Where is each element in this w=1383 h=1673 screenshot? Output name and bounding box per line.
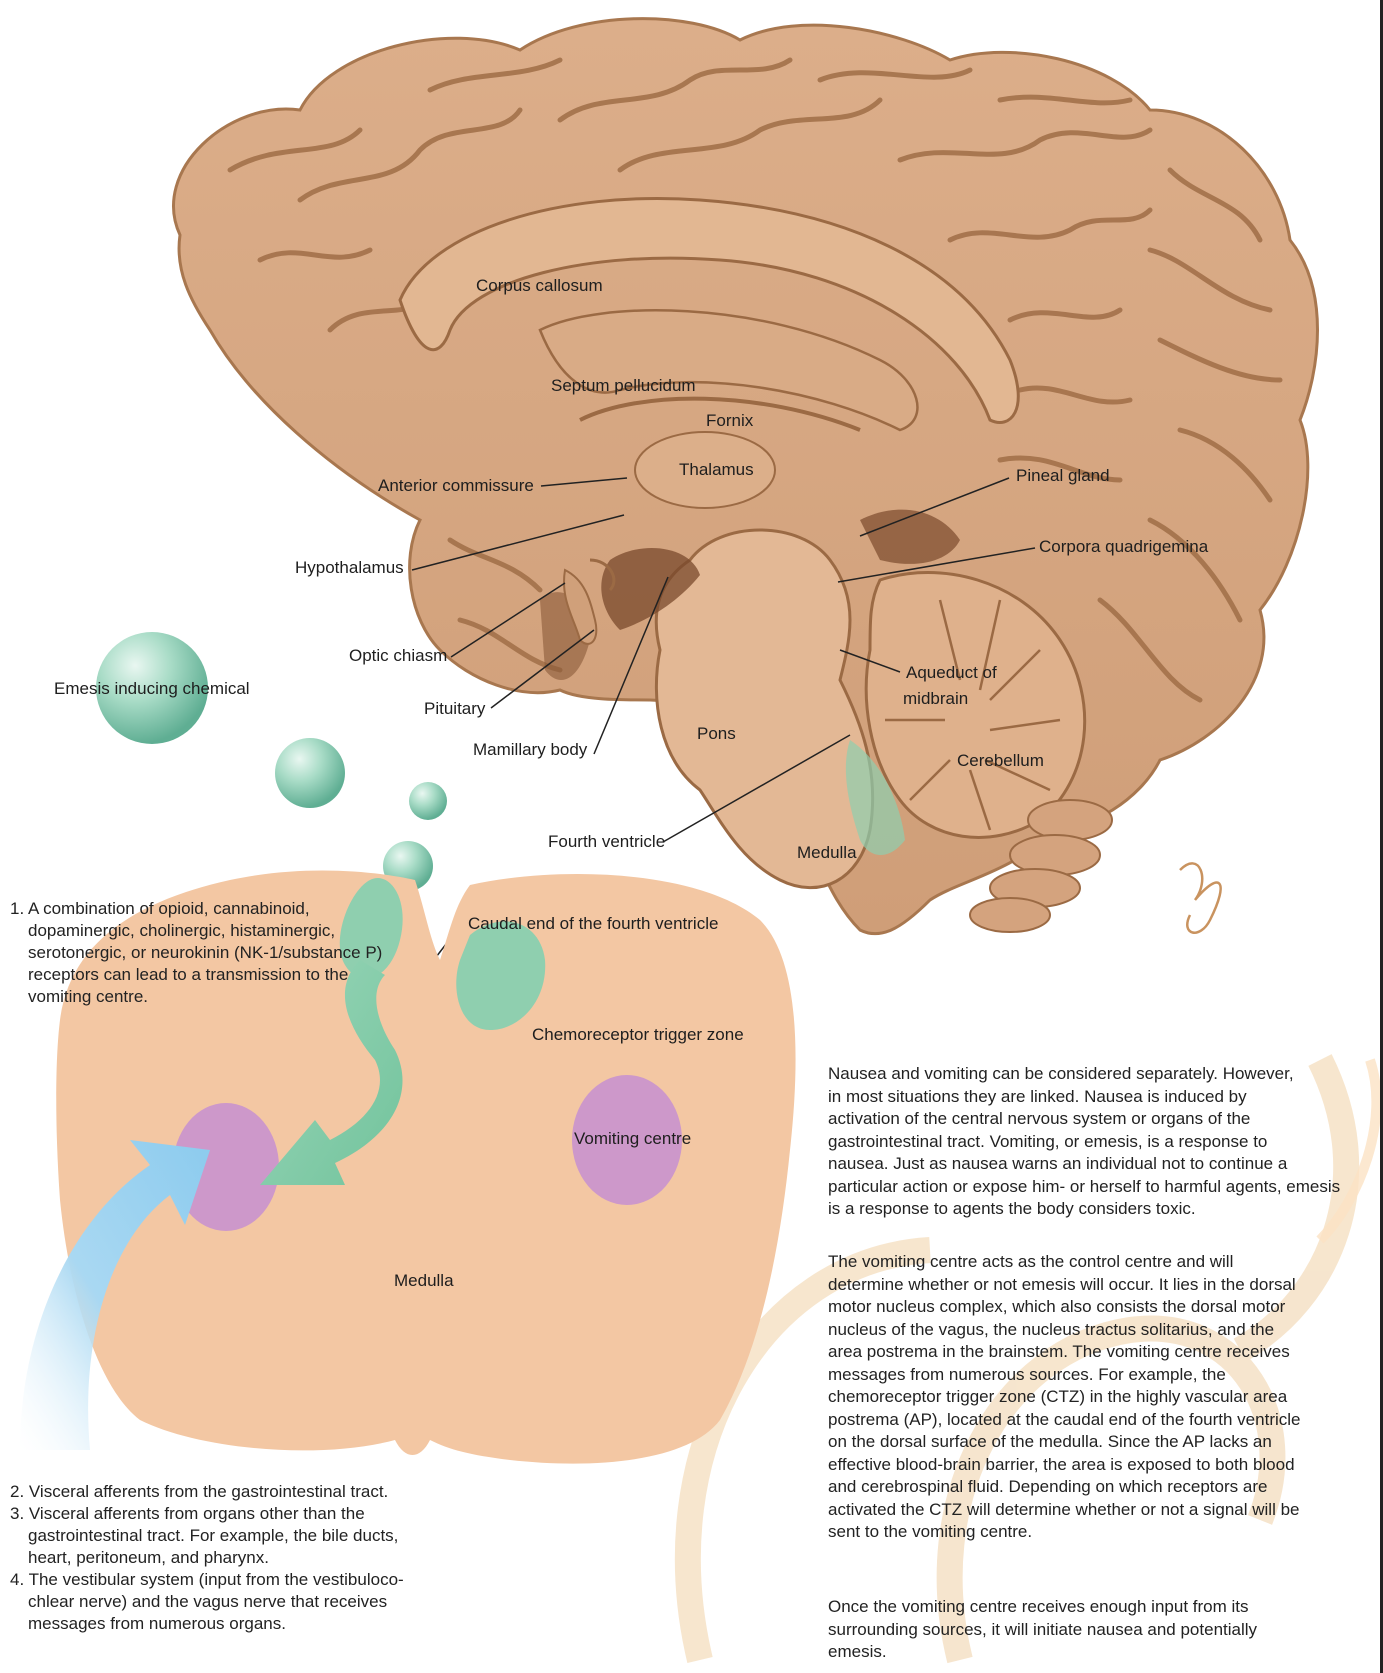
label-aqueduct-line1: Aqueduct of bbox=[906, 663, 997, 683]
label-pons: Pons bbox=[697, 724, 736, 744]
paragraph-line: messages from numerous sources. For exam… bbox=[828, 1364, 1301, 1387]
label-corpora-quadrigemina: Corpora quadrigemina bbox=[1039, 537, 1208, 557]
note-1-line: dopaminergic, cholinergic, histaminergic… bbox=[10, 920, 382, 942]
paragraph-line: Nausea and vomiting can be considered se… bbox=[828, 1063, 1340, 1086]
label-aqueduct-line2: midbrain bbox=[903, 689, 968, 709]
paragraph-line: emesis. bbox=[828, 1641, 1257, 1664]
paragraph-line: activation of the central nervous system… bbox=[828, 1108, 1340, 1131]
note-line: 2. Visceral afferents from the gastroint… bbox=[10, 1481, 404, 1503]
note-line: messages from numerous organs. bbox=[10, 1613, 404, 1635]
paragraph-line: effective blood-brain barrier, the area … bbox=[828, 1454, 1301, 1477]
paragraph-line: surrounding sources, it will initiate na… bbox=[828, 1619, 1257, 1642]
label-mamillary-body: Mamillary body bbox=[473, 740, 587, 760]
paragraph-3: Once the vomiting centre receives enough… bbox=[828, 1596, 1257, 1664]
note-1-line: receptors can lead to a transmission to … bbox=[10, 964, 382, 986]
paragraph-line: sent to the vomiting centre. bbox=[828, 1521, 1301, 1544]
note-line: gastrointestinal tract. For example, the… bbox=[10, 1525, 404, 1547]
paragraph-line: Once the vomiting centre receives enough… bbox=[828, 1596, 1257, 1619]
paragraph-line: and cerebrospinal fluid. Depending on wh… bbox=[828, 1476, 1301, 1499]
paragraph-line: The vomiting centre acts as the control … bbox=[828, 1251, 1301, 1274]
note-1-line: serotonergic, or neurokinin (NK-1/substa… bbox=[10, 942, 382, 964]
paragraph-line: area postrema in the brainstem. The vomi… bbox=[828, 1341, 1301, 1364]
label-fornix: Fornix bbox=[706, 411, 753, 431]
note-1-line: vomiting centre. bbox=[10, 986, 382, 1008]
note-2: 2. Visceral afferents from the gastroint… bbox=[10, 1481, 404, 1503]
paragraph-line: chemoreceptor trigger zone (CTZ) in the … bbox=[828, 1386, 1301, 1409]
label-medulla-bottom: Medulla bbox=[394, 1271, 454, 1291]
paragraph-line: particular action or expose him- or hers… bbox=[828, 1176, 1340, 1199]
paragraph-line: determine whether or not emesis will occ… bbox=[828, 1274, 1301, 1297]
note-1: 1. A combination of opioid, cannabinoid,… bbox=[10, 898, 382, 1008]
paragraph-line: on the dorsal surface of the medulla. Si… bbox=[828, 1431, 1301, 1454]
label-corpus-callosum: Corpus callosum bbox=[476, 276, 603, 296]
notes-list: 2. Visceral afferents from the gastroint… bbox=[10, 1481, 404, 1635]
label-pituitary: Pituitary bbox=[424, 699, 485, 719]
label-septum-pellucidum: Septum pellucidum bbox=[551, 376, 696, 396]
paragraph-line: nucleus of the vagus, the nucleus tractu… bbox=[828, 1319, 1301, 1342]
label-optic-chiasm: Optic chiasm bbox=[349, 646, 447, 666]
paragraph-line: motor nucleus complex, which also consis… bbox=[828, 1296, 1301, 1319]
note-line: 4. The vestibular system (input from the… bbox=[10, 1569, 404, 1591]
paragraph-line: is a response to agents the body conside… bbox=[828, 1198, 1340, 1221]
note-3: 3. Visceral afferents from organs other … bbox=[10, 1503, 404, 1569]
label-caudal-end: Caudal end of the fourth ventricle bbox=[468, 914, 718, 934]
note-1-line: 1. A combination of opioid, cannabinoid, bbox=[10, 898, 382, 920]
note-4: 4. The vestibular system (input from the… bbox=[10, 1569, 404, 1635]
paragraph-line: gastrointestinal tract. Vomiting, or eme… bbox=[828, 1131, 1340, 1154]
note-line: 3. Visceral afferents from organs other … bbox=[10, 1503, 404, 1525]
label-pineal-gland: Pineal gland bbox=[1016, 466, 1110, 486]
paragraph-line: nausea. Just as nausea warns an individu… bbox=[828, 1153, 1340, 1176]
label-fourth-ventricle: Fourth ventricle bbox=[548, 832, 665, 852]
label-emesis-chemical: Emesis inducing chemical bbox=[54, 679, 250, 699]
label-hypothalamus: Hypothalamus bbox=[295, 558, 404, 578]
label-medulla-top: Medulla bbox=[797, 843, 857, 863]
label-thalamus: Thalamus bbox=[679, 460, 754, 480]
paragraph-2: The vomiting centre acts as the control … bbox=[828, 1251, 1301, 1544]
paragraph-line: activated the CTZ will determine whether… bbox=[828, 1499, 1301, 1522]
note-line: heart, peritoneum, and pharynx. bbox=[10, 1547, 404, 1569]
label-cerebellum: Cerebellum bbox=[957, 751, 1044, 771]
label-vomiting-centre: Vomiting centre bbox=[574, 1129, 691, 1149]
paragraph-line: postrema (AP), located at the caudal end… bbox=[828, 1409, 1301, 1432]
label-anterior-commissure: Anterior commissure bbox=[378, 476, 534, 496]
paragraph-line: in most situations they are linked. Naus… bbox=[828, 1086, 1340, 1109]
note-line: chlear nerve) and the vagus nerve that r… bbox=[10, 1591, 404, 1613]
chemical-spheres bbox=[96, 632, 447, 891]
paragraph-1: Nausea and vomiting can be considered se… bbox=[828, 1063, 1340, 1221]
label-ctz: Chemoreceptor trigger zone bbox=[532, 1025, 744, 1045]
